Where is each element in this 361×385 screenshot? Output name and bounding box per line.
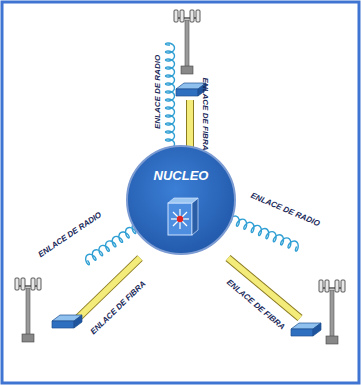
fiber-link — [187, 100, 193, 150]
radio-wave — [165, 43, 174, 147]
link-label: ENLACE DE FIBRA — [201, 78, 209, 151]
link-label: ENLACE DE FIBRA — [225, 279, 286, 332]
core-switch-icon — [128, 147, 234, 253]
antenna-tower — [174, 10, 200, 74]
core-circle: NUCLEO — [126, 145, 236, 255]
fiber-link — [78, 258, 140, 318]
network-switch — [52, 315, 82, 328]
antenna-tower — [15, 278, 41, 342]
network-switch — [291, 323, 321, 336]
link-label: ENLACE DE RADIO — [249, 192, 320, 228]
antenna-tower — [319, 280, 345, 344]
fiber-link-outline — [78, 258, 140, 318]
link-label: ENLACE DE RADIO — [154, 55, 162, 129]
fiber-link-outline — [186, 100, 194, 150]
frame — [2, 2, 359, 383]
node-title: NUCLEO — [128, 169, 234, 183]
radio-wave — [222, 213, 299, 251]
link-label: ENLACE DE FIBRA — [89, 280, 147, 336]
